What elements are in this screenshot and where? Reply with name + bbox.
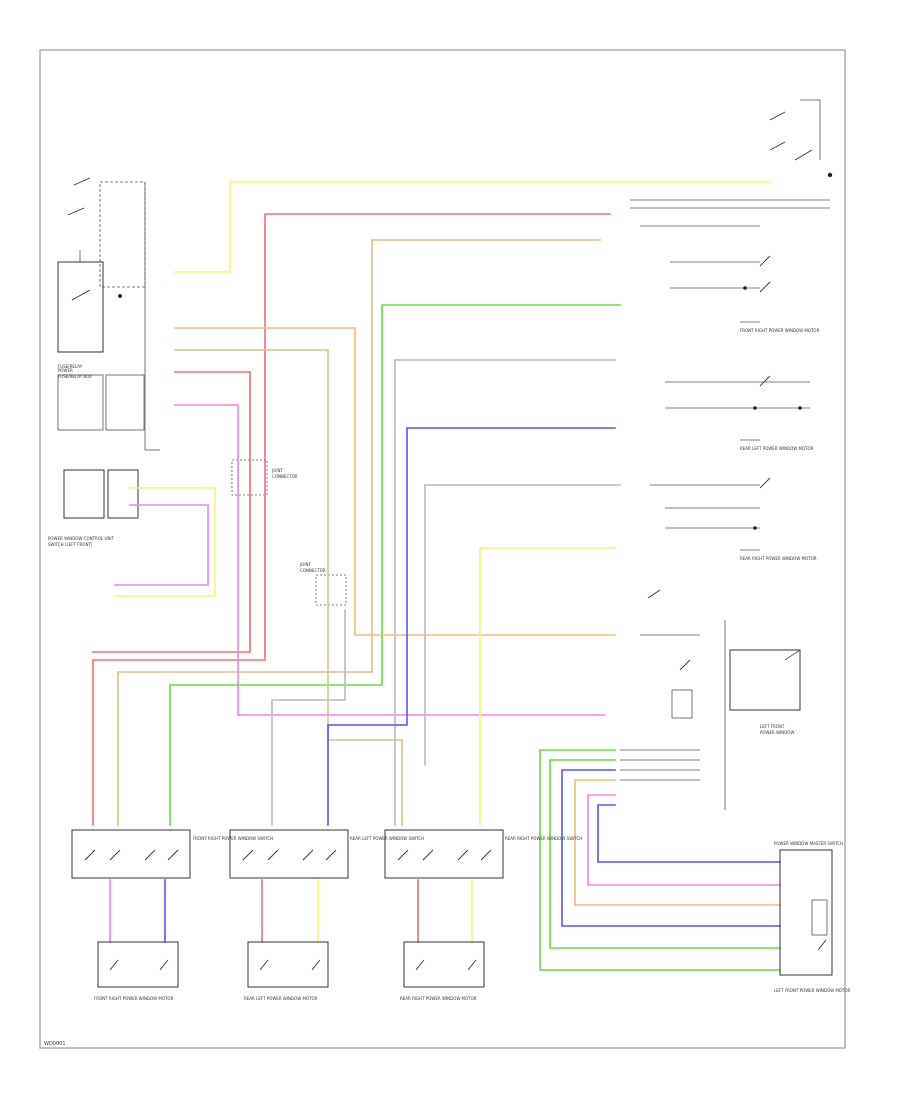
wire-tan-mid [174, 349, 403, 826]
right-label-2: REAR LEFT POWER WINDOW MOTOR [740, 446, 814, 451]
wire-bundle-blue [561, 769, 781, 927]
labels: FRONT RIGHT POWER WINDOW MOTOR REAR LEFT… [44, 328, 851, 1047]
svg-text:LEFT FRONT: LEFT FRONT [760, 724, 785, 729]
right-label-1: FRONT RIGHT POWER WINDOW MOTOR [740, 328, 820, 333]
right-label-4: LEFT FRONT POWER WINDOW MOTOR [774, 988, 851, 993]
wire-bundle-orange [574, 779, 781, 906]
relay-box-lower: POWER WINDOW CONTROL UNIT SWITCH (LEFT F… [48, 469, 139, 547]
footer-code: WD0001 [44, 1041, 66, 1047]
wire-orange [174, 327, 616, 636]
right-switch-3 [740, 477, 771, 551]
wire-gray-2 [424, 484, 621, 766]
wire-gray-3 [271, 609, 346, 826]
svg-text:JOINT: JOINT [299, 562, 312, 567]
wire-red-mid [92, 371, 251, 653]
svg-text:CONNECTOR: CONNECTOR [272, 474, 298, 479]
switch-module-2 [229, 829, 349, 879]
wire-bundle-green2 [549, 759, 781, 949]
svg-text:POWER WINDOW: POWER WINDOW [760, 730, 794, 735]
right-label-3: REAR RIGHT POWER WINDOW MOTOR [740, 556, 817, 561]
right-switch-2 [740, 375, 802, 441]
svg-text:POWER WINDOW CONTROL UNIT: POWER WINDOW CONTROL UNIT [48, 536, 115, 541]
relay-block-right: LEFT FRONT POWER WINDOW [647, 589, 801, 735]
switch-label-3: REAR RIGHT POWER WINDOW SWITCH [505, 836, 582, 841]
motor-1 [97, 941, 179, 988]
motor-2 [247, 941, 329, 988]
wire-yellow-lower [114, 487, 216, 597]
svg-text:FUSE/RELAY: FUSE/RELAY [58, 364, 83, 369]
motor-label-1: FRONT RIGHT POWER WINDOW MOTOR [94, 996, 174, 1001]
switch-label-2: REAR LEFT POWER WINDOW SWITCH [350, 836, 424, 841]
right-signal-lines [620, 199, 830, 810]
wires [92, 181, 781, 971]
wire-yellow-top [174, 181, 771, 273]
svg-text:SWITCH (LEFT FRONT): SWITCH (LEFT FRONT) [48, 542, 93, 547]
svg-text:POWER: POWER [58, 368, 73, 373]
left-front-motor-connector [779, 849, 833, 976]
switch-module-1 [71, 829, 191, 879]
wire-green-main [169, 304, 621, 826]
wire-pink-2 [114, 504, 209, 586]
switch-module-3 [384, 829, 504, 879]
svg-text:CONNECTOR: CONNECTOR [300, 568, 326, 573]
joint-connector-2: JOINT CONNECTOR [299, 562, 347, 606]
wire-bundle-green [539, 749, 781, 971]
diagram-frame [39, 49, 846, 1049]
door-lock-switch-top [769, 99, 833, 178]
wire-gray-1 [394, 359, 616, 826]
master-switch-label: POWER WINDOW MASTER SWITCH [774, 841, 843, 846]
motor-label-2: REAR LEFT POWER WINDOW MOTOR [244, 996, 318, 1001]
fuse-panel-label: FUSE/RELAY BOX [58, 374, 92, 379]
wire-pink [174, 404, 606, 716]
wire-red-top [92, 213, 611, 826]
motor-label-3: REAR RIGHT POWER WINDOW MOTOR [400, 996, 477, 1001]
wire-yellow-right [479, 547, 616, 826]
motor-3 [403, 941, 485, 988]
wire-bundle-pink [587, 794, 781, 886]
wire-tan-top [117, 239, 601, 826]
wire-blue [327, 427, 616, 826]
wire-bundle-blue2 [597, 804, 781, 863]
switch-label-1: FRONT RIGHT POWER WINDOW SWITCH [193, 836, 273, 841]
right-switch-1 [740, 255, 771, 323]
svg-text:JOINT: JOINT [271, 468, 284, 473]
fuse-relay-box: POWER FUSE/RELAY [57, 177, 160, 451]
